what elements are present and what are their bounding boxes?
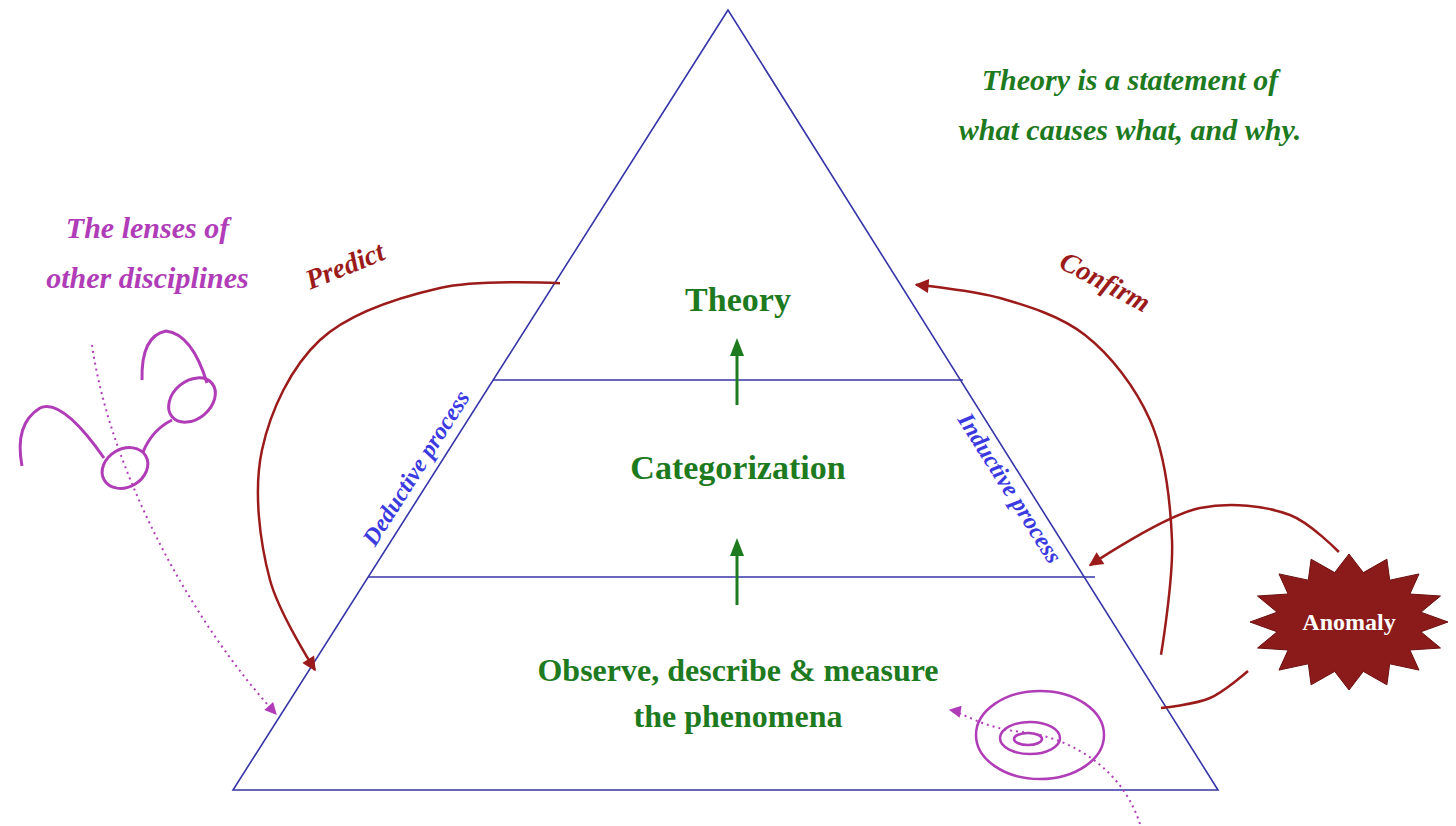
curved-arrow (1090, 505, 1339, 565)
glasses-bridge (143, 420, 172, 452)
starburst-fill (1250, 554, 1448, 690)
dotted-pointer (950, 710, 1140, 824)
glasses-icon (20, 331, 224, 496)
spiral-ring (1014, 733, 1042, 745)
curved-arrow (1161, 671, 1248, 708)
up-arrow-head (730, 338, 744, 356)
up-arrow-shaft (736, 352, 739, 405)
curved-arrow (258, 282, 560, 670)
note-text: Theory is a statement of what causes wha… (954, 55, 1306, 155)
edge-label: Predict (301, 236, 389, 297)
band-divider (493, 379, 963, 381)
node-text: Theory (685, 280, 791, 320)
process-label: Inductive process (952, 408, 1068, 569)
node-text: Anomaly (1302, 609, 1395, 636)
dotted-pointer (92, 345, 276, 714)
up-arrow-head (730, 538, 744, 556)
theory-band: Theory (560, 262, 916, 338)
observation-band: Observe, describe & measure the phenomen… (315, 625, 1161, 760)
process-label: Deductive process (357, 385, 476, 550)
glasses-temple (20, 407, 104, 466)
note-text: The lenses of other disciplines (38, 203, 257, 303)
glasses-temple (142, 331, 207, 383)
node-text: Observe, describe & measure the phenomen… (526, 647, 951, 739)
band-divider (368, 576, 1095, 578)
curved-arrow (916, 285, 1172, 655)
spiral-ring (1000, 722, 1060, 754)
anomaly-burst: Anomaly (1248, 552, 1450, 692)
node-text: Categorization (630, 448, 845, 488)
up-arrow-shaft (736, 552, 739, 605)
edge-label: Confirm (1054, 245, 1156, 319)
